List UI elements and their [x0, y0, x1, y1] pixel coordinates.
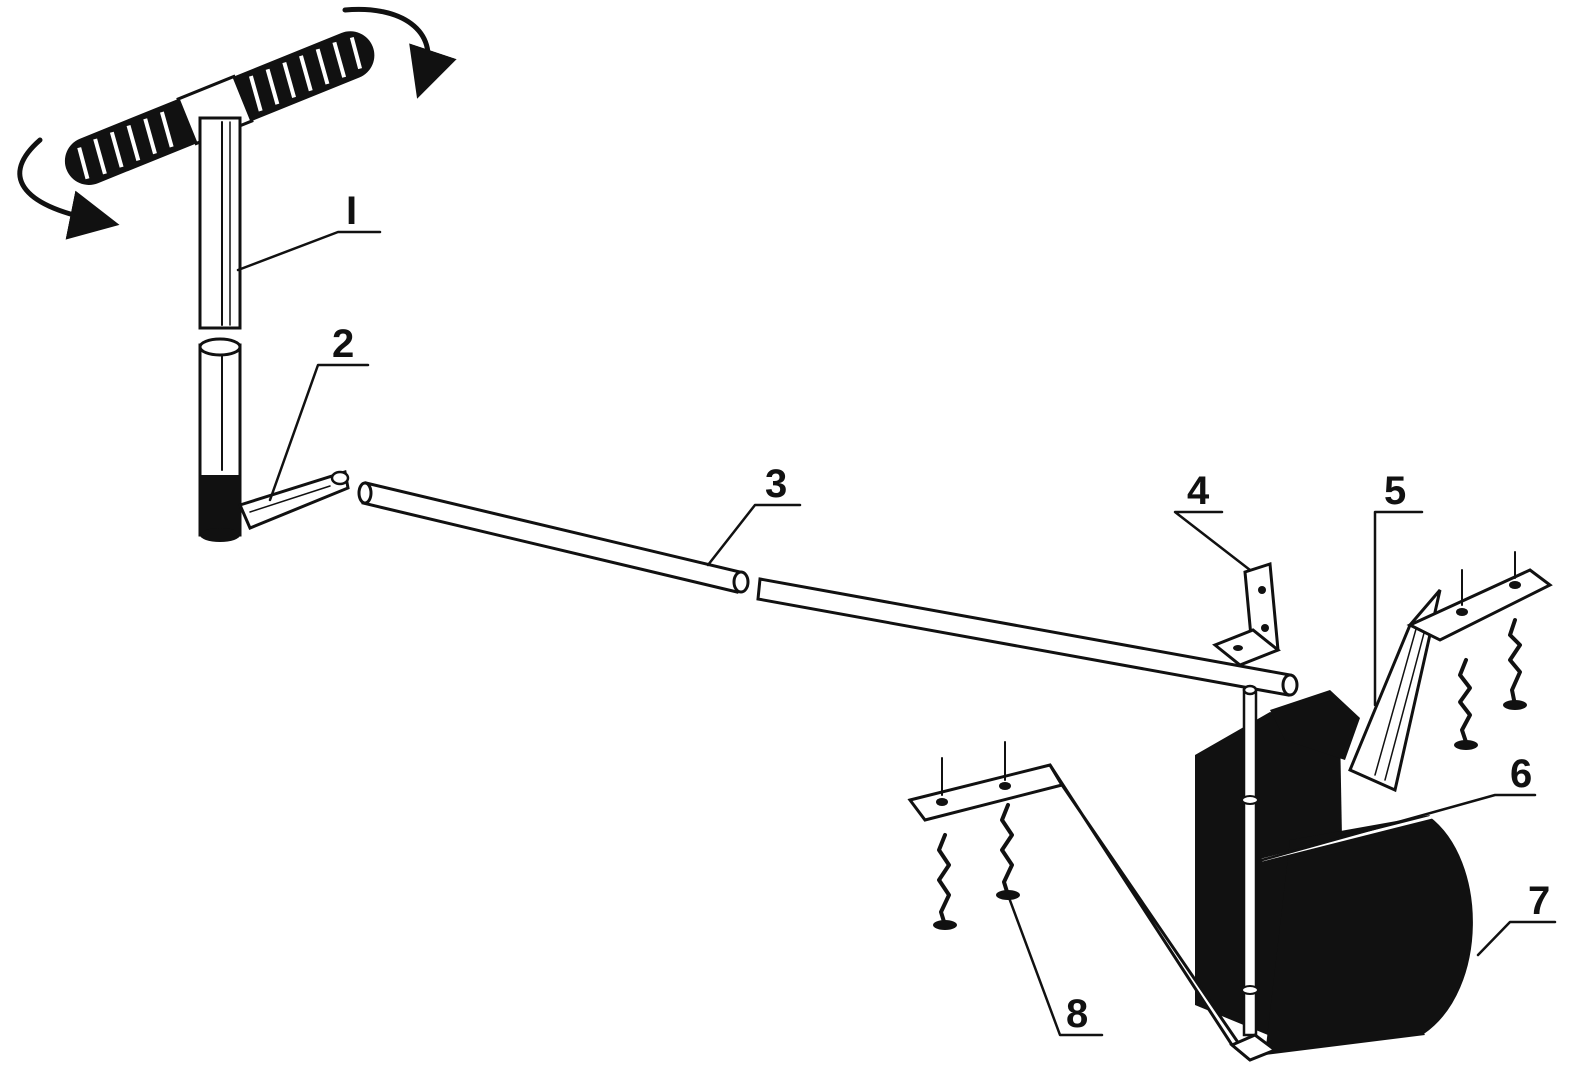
mounting-strut-left: [907, 763, 1279, 1062]
rotation-arrow-icon: [342, 6, 457, 99]
rotation-arrow-icon: [17, 137, 120, 240]
angle-bracket: [1212, 562, 1281, 667]
callout-3: 3: [765, 462, 787, 506]
callout-2: 2: [332, 322, 354, 366]
callout-4: 4: [1187, 469, 1210, 513]
callout-1: I: [346, 189, 357, 233]
rudder-post: [1241, 684, 1259, 1037]
push-rod: [357, 481, 1299, 697]
callout-labels: I 2 3 4 5 6 7 8: [332, 189, 1550, 1036]
callout-5: 5: [1384, 469, 1406, 513]
callout-6: 6: [1510, 752, 1532, 796]
screw-set-left: [933, 741, 1020, 930]
mounting-strut-right: [1348, 568, 1553, 793]
screw-set-right: [1454, 551, 1527, 750]
tiller-handle: [64, 31, 375, 542]
leader-lines: [236, 230, 1557, 1037]
tiller-arm: [237, 470, 350, 530]
callout-7: 7: [1528, 879, 1550, 923]
rudder-body: [1195, 690, 1476, 1055]
callout-8: 8: [1066, 992, 1088, 1036]
